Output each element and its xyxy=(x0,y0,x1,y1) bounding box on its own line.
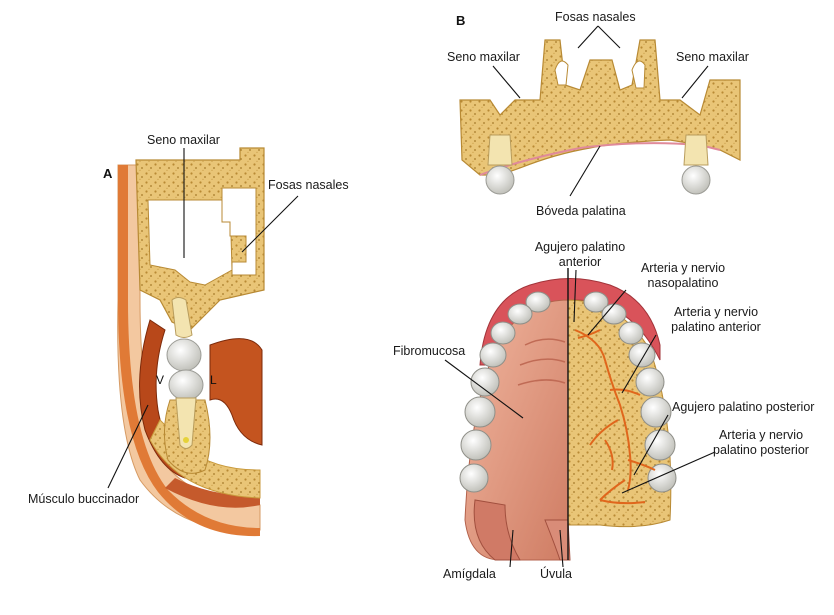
panel-a-letter: A xyxy=(103,166,112,181)
lower-tooth-pulp xyxy=(183,437,189,443)
label-agujero-palatino-anterior-line1: Agujero palatino xyxy=(520,240,640,255)
label-a-fosas-nasales: Fosas nasales xyxy=(268,178,349,193)
label-arteria-palatino-posterior: Arteria y nervio palatino posterior xyxy=(702,428,820,458)
upper-tooth-crown xyxy=(167,339,201,371)
label-b-fosas-nasales: Fosas nasales xyxy=(555,10,636,25)
label-b-seno-maxilar-right: Seno maxilar xyxy=(676,50,749,65)
label-b-seno-maxilar-left: Seno maxilar xyxy=(447,50,520,65)
label-agujero-palatino-anterior-line2: anterior xyxy=(520,255,640,270)
label-a-vestibular: V xyxy=(156,373,164,387)
panel-b-letter: B xyxy=(456,13,465,28)
label-agujero-palatino-posterior: Agujero palatino posterior xyxy=(672,400,814,415)
label-uvula: Úvula xyxy=(540,567,572,582)
label-agujero-palatino-anterior: Agujero palatino anterior xyxy=(520,240,640,270)
label-arteria-nasopalatino: Arteria y nervio nasopalatino xyxy=(628,261,738,291)
nasal-notch-left xyxy=(555,61,568,85)
label-arteria-nasopalatino-line2: nasopalatino xyxy=(628,276,738,291)
panel-a-drawing xyxy=(118,148,264,536)
label-arteria-palatino-anterior-line2: palatino anterior xyxy=(657,320,775,335)
label-arteria-palatino-posterior-line2: palatino posterior xyxy=(702,443,820,458)
label-fibromucosa: Fibromucosa xyxy=(393,344,465,359)
label-a-lingual: L xyxy=(210,373,217,387)
label-arteria-nasopalatino-line1: Arteria y nervio xyxy=(628,261,738,276)
label-a-seno-maxilar: Seno maxilar xyxy=(147,133,220,148)
label-b-boveda-palatina: Bóveda palatina xyxy=(536,204,626,219)
label-arteria-palatino-posterior-line1: Arteria y nervio xyxy=(702,428,820,443)
panel-b-tooth-left-crown xyxy=(486,166,514,194)
palate-view-drawing xyxy=(460,268,676,560)
panel-b-tooth-right-crown xyxy=(682,166,710,194)
label-arteria-palatino-anterior: Arteria y nervio palatino anterior xyxy=(657,305,775,335)
tongue xyxy=(210,339,262,445)
panel-b-tooth-left-root xyxy=(488,135,512,165)
label-amigdala: Amígdala xyxy=(443,567,496,582)
lower-tooth-crown xyxy=(169,370,203,400)
panel-b-tooth-right-root xyxy=(684,135,708,165)
label-arteria-palatino-anterior-line1: Arteria y nervio xyxy=(657,305,775,320)
label-a-musculo-buccinador: Músculo buccinador xyxy=(28,492,139,507)
